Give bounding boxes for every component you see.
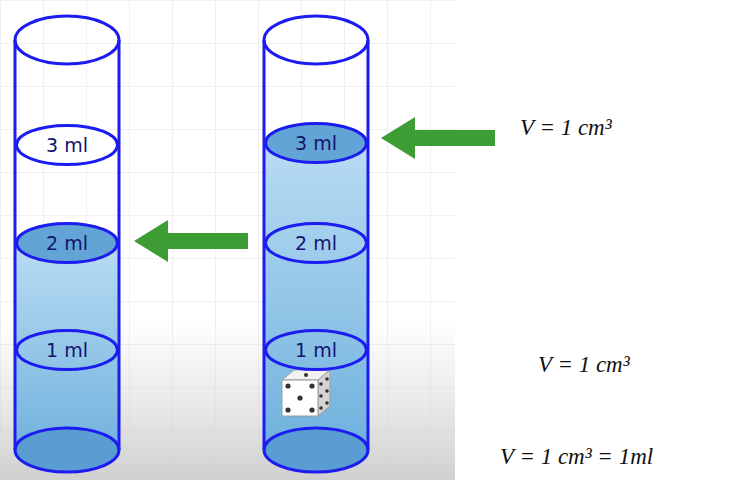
water (264, 143, 368, 472)
die-pip (285, 383, 290, 388)
die-pip (304, 373, 308, 377)
water (15, 243, 119, 472)
die-pip (285, 407, 290, 412)
die-pip (309, 383, 314, 388)
pointer-arrow (134, 220, 248, 262)
cylinder-base (15, 428, 119, 472)
ring-ellipse (17, 331, 118, 370)
die-pip (325, 377, 329, 381)
die-face (318, 370, 330, 416)
cylinder-rim (15, 16, 119, 64)
volume-mark-ring: 2 ml (15, 222, 119, 264)
volume-equation: V = 1 cm³ (538, 352, 630, 378)
volume-label: 1 ml (46, 340, 88, 361)
die-face (282, 380, 318, 416)
die-pip (319, 406, 323, 410)
die-pip (297, 395, 302, 400)
pointer-arrow (381, 117, 495, 159)
volume-equation: V = 1 cm³ (520, 115, 612, 141)
die-pip (325, 401, 329, 405)
die-pip (319, 394, 323, 398)
ring-ellipse (17, 126, 118, 165)
cylinder-rim (264, 16, 368, 64)
volume-label: 3 ml (295, 133, 337, 154)
volume-label: 1 ml (295, 340, 337, 361)
volume-label: 2 ml (295, 233, 337, 254)
volume-label: 2 ml (46, 233, 88, 254)
volume-label: 3 ml (46, 135, 88, 156)
volume-mark-ring: 2 ml (264, 222, 368, 264)
volume-mark-ring: 3 ml (15, 124, 119, 166)
die-pip (319, 382, 323, 386)
grid-background (0, 0, 455, 480)
volume-mark-ring: 1 ml (15, 329, 119, 371)
ring-ellipse (266, 124, 367, 163)
ring-ellipse (266, 224, 367, 263)
ring-ellipse (266, 331, 367, 370)
ring-ellipse (17, 224, 118, 263)
volume-mark-ring: 1 ml (264, 329, 368, 371)
left-cylinder (15, 16, 119, 472)
die-pip (325, 389, 329, 393)
die (282, 370, 330, 416)
die-pip (309, 407, 314, 412)
volume-equation: V = 1 cm³ = 1ml (500, 444, 653, 470)
volume-mark-ring: 3 ml (264, 122, 368, 164)
cylinder-base (264, 428, 368, 472)
right-cylinder (264, 16, 368, 472)
